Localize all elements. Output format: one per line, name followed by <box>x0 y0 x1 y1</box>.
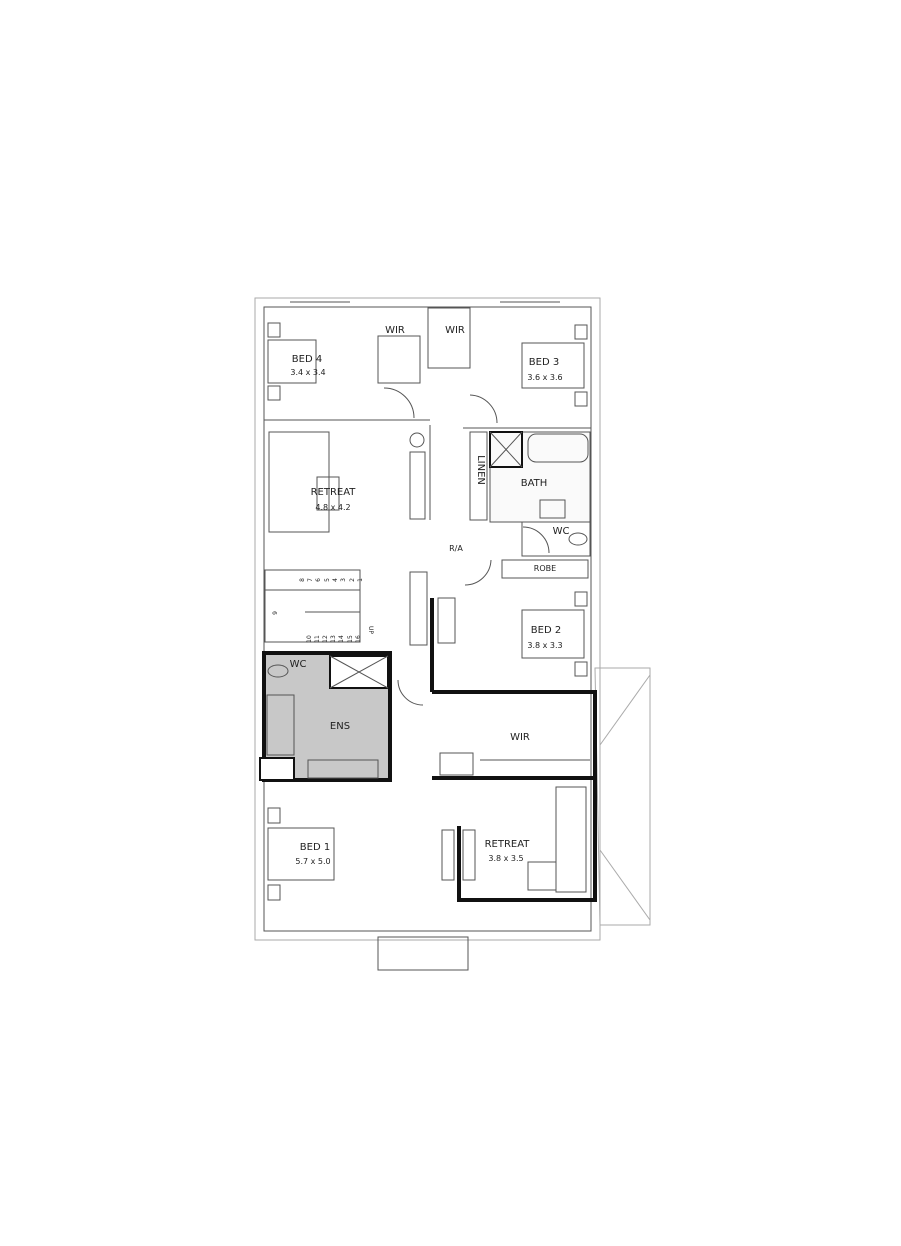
retreat-walls <box>457 778 597 902</box>
svg-text:6: 6 <box>315 578 322 582</box>
svg-text:14: 14 <box>338 635 345 643</box>
stair-numbers: 1 2 3 4 5 6 7 8 9 10 11 12 13 14 15 16 U… <box>272 578 374 643</box>
bed-3-furniture <box>521 324 588 407</box>
ens-vanity <box>307 759 379 779</box>
lamp <box>409 432 425 448</box>
wir-bench <box>439 752 474 776</box>
svg-text:UP: UP <box>367 626 374 634</box>
ens-toilet <box>267 664 289 678</box>
door-swing <box>383 387 415 419</box>
svg-text:7: 7 <box>307 578 314 582</box>
svg-text:12: 12 <box>322 635 329 643</box>
door-swing <box>522 526 550 554</box>
svg-text:1: 1 <box>357 578 364 582</box>
outer-boundary <box>254 297 601 941</box>
desk <box>437 597 456 644</box>
room-label: BATH <box>521 478 548 489</box>
shower <box>489 431 523 468</box>
hall-cabinet <box>409 571 428 646</box>
room-size: 3.8 x 3.3 <box>527 641 562 650</box>
room-size: 4.8 x 4.2 <box>315 503 350 512</box>
room-size: 3.4 x 3.4 <box>290 368 325 377</box>
bed-2-furniture <box>521 591 588 677</box>
svg-text:15: 15 <box>347 635 354 643</box>
wir-left-robe <box>377 335 421 384</box>
room-label: WC <box>553 526 570 537</box>
roof-hip <box>599 849 651 921</box>
bed1-tv-unit <box>441 829 455 881</box>
wir-right-robe <box>427 307 471 369</box>
room-size: 5.7 x 5.0 <box>295 857 330 866</box>
door-swing <box>397 679 424 706</box>
room-label: WC <box>290 659 307 670</box>
svg-text:11: 11 <box>314 635 321 643</box>
sofa <box>555 786 587 893</box>
sofa <box>268 431 330 533</box>
roof-hip <box>599 674 651 746</box>
vanity <box>539 499 566 519</box>
room-label: LINEN <box>475 455 486 485</box>
room-size: 3.6 x 3.6 <box>527 373 562 382</box>
room-label: RETREAT <box>485 839 531 850</box>
svg-text:8: 8 <box>299 578 306 582</box>
svg-text:13: 13 <box>330 635 337 643</box>
bathtub <box>527 433 589 463</box>
svg-text:9: 9 <box>272 611 279 615</box>
bed-1-furniture <box>267 807 335 901</box>
room-label: ENS <box>330 721 350 732</box>
room-label: R/A <box>449 544 463 553</box>
cabinet <box>462 829 476 881</box>
toilet <box>568 532 588 546</box>
svg-text:4: 4 <box>332 578 339 582</box>
linen-cupboard <box>469 431 488 521</box>
room-label: WIR <box>385 325 405 336</box>
robe <box>501 559 589 579</box>
tv-unit <box>409 451 426 520</box>
door-swing <box>469 394 498 424</box>
room-label: BED 4 <box>292 354 322 365</box>
coffee-table <box>316 476 340 511</box>
room-label: BED 2 <box>531 625 561 636</box>
svg-text:10: 10 <box>306 635 313 643</box>
bed-4-furniture <box>267 322 317 401</box>
svg-text:3: 3 <box>340 578 347 582</box>
wir-walls <box>432 690 597 780</box>
ens-bathtub <box>266 694 295 756</box>
room-label: RETREAT <box>311 487 357 498</box>
svg-text:5: 5 <box>324 578 331 582</box>
room-label: WIR <box>510 732 530 743</box>
svg-text:2: 2 <box>349 578 356 582</box>
external-wall <box>263 306 592 932</box>
roof-outline <box>594 667 651 926</box>
room-label: BED 3 <box>529 357 559 368</box>
door-swing <box>464 559 492 586</box>
svg-text:16: 16 <box>355 635 362 643</box>
ensuite-walls <box>262 651 392 782</box>
wc-room <box>521 521 591 557</box>
staircase <box>264 569 361 643</box>
room-label: BED 1 <box>300 842 330 853</box>
balcony <box>377 936 469 971</box>
room-label: WIR <box>445 325 465 336</box>
room-label: ROBE <box>534 564 556 573</box>
room-size: 3.8 x 3.5 <box>488 854 523 863</box>
